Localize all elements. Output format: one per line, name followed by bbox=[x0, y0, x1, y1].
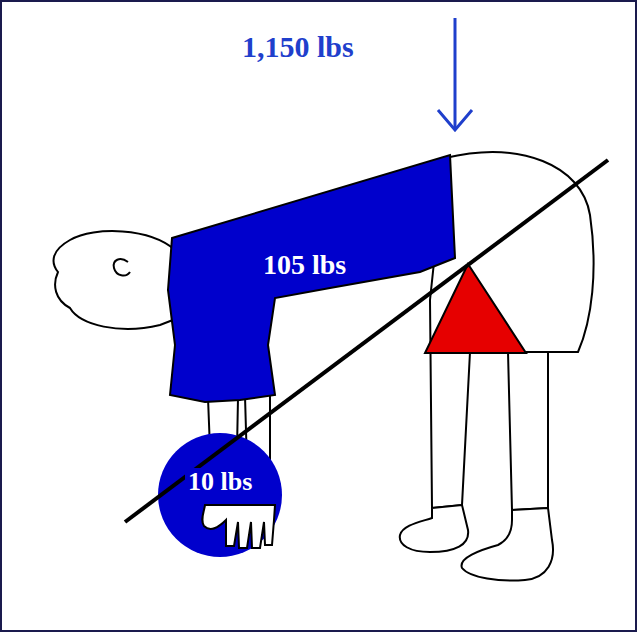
weight-label: 105 lbs bbox=[263, 250, 346, 281]
shoe bbox=[462, 508, 553, 581]
force-label: 1,150 lbs bbox=[242, 30, 354, 63]
shirt-shape bbox=[168, 155, 455, 402]
shoe bbox=[400, 505, 468, 552]
arrow-head bbox=[438, 110, 472, 130]
ear bbox=[114, 259, 130, 275]
lever-line bbox=[125, 160, 608, 522]
fulcrum-triangle bbox=[425, 264, 526, 353]
force-arrow bbox=[454, 18, 457, 130]
weight-label: 10 lbs bbox=[185, 468, 255, 497]
head bbox=[54, 231, 178, 329]
shirt-torso: 105 lbs bbox=[165, 150, 457, 406]
hand bbox=[202, 505, 275, 548]
